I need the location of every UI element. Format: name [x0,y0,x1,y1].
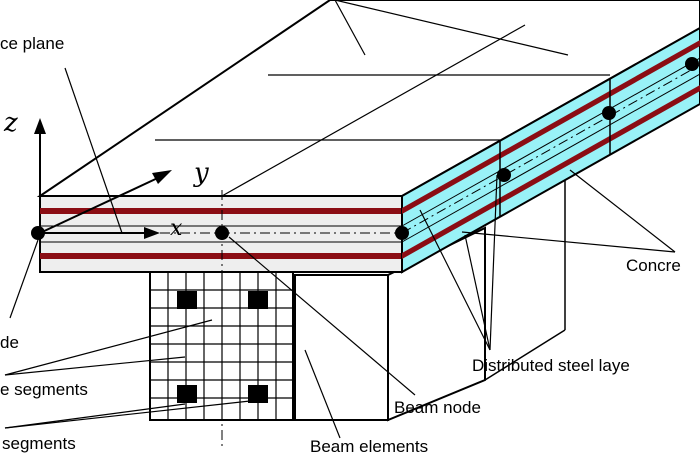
z-axis-label: z [4,108,18,138]
reference-plane-label: ce plane [0,34,65,53]
rebar-fiber [177,385,197,403]
leader-lines [4,0,676,439]
rebar-fiber [248,385,268,403]
node-dot [215,226,229,240]
beam-elements-label: Beam elements [310,437,429,456]
rebar-fiber [177,291,197,309]
x-axis-label: x [170,216,183,241]
beam-node-label: Beam node [394,398,481,417]
axes [34,118,172,239]
y-axis-label: y [194,158,209,188]
node-dot [395,226,409,240]
node-dot [31,226,45,240]
slab-side [401,26,700,274]
beam-nodes [31,57,699,240]
concrete-label: Concre [626,256,681,275]
node-dot [685,57,699,71]
node-label: de [0,333,19,352]
rebar-fiber [248,291,268,309]
node-dot [497,168,511,182]
fiber-segments-upper-label: e segments [0,380,88,399]
node-dot [602,106,616,120]
distributed-steel-label: Distributed steel laye [472,356,630,375]
fiber-segments-lower-label: segments [2,434,76,453]
